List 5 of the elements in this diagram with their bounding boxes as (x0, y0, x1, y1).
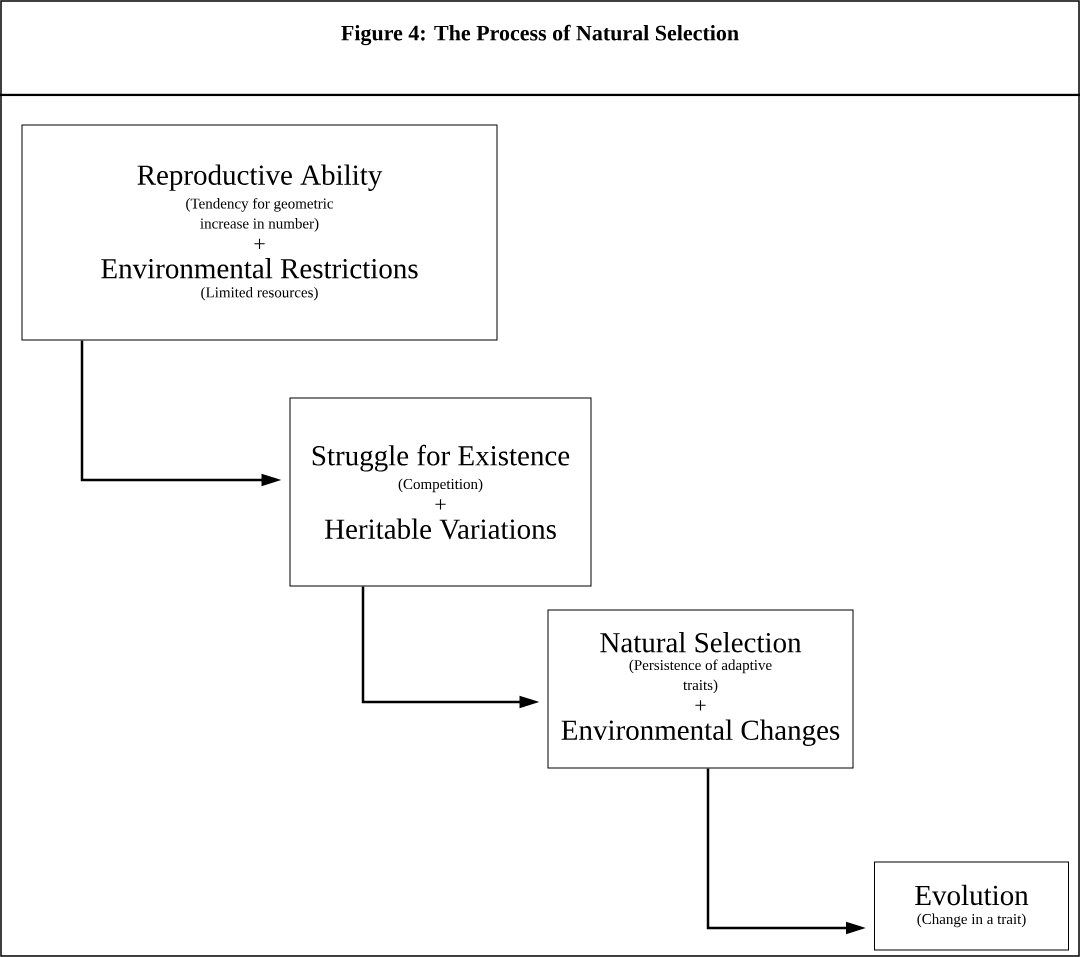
title: Figure 4: The Process of Natural Selection (341, 24, 739, 46)
process-box: Natural Selection (Persistence of adaptive traits) + Environmental Changes (547, 609, 854, 769)
process-box: Struggle for Existence (Competition) + Heritable Variations (289, 397, 592, 587)
process-box: Evolution (Change in a trait) (874, 861, 1069, 951)
process-box: Reproductive Ability (Tendency for geometric increase in number) + Environmental Restrictions (Limited resources) (21, 124, 498, 341)
